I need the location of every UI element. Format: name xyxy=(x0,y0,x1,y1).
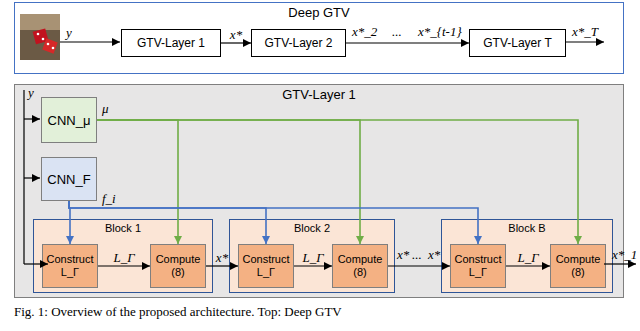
cnn-box: CNN_F xyxy=(41,157,97,201)
input-wire xyxy=(24,177,40,178)
box-label: CNN_μ xyxy=(48,113,91,128)
signal-name: f_i xyxy=(102,192,116,206)
box-title: GTV-Layer 1 xyxy=(15,85,623,102)
layer-box: GTV-Layer 1 xyxy=(121,29,221,57)
signal-name: y xyxy=(66,26,72,40)
connector xyxy=(346,42,469,43)
figure-caption: Fig. 1: Overview of the proposed archite… xyxy=(14,304,342,320)
output-wire xyxy=(604,263,636,264)
outer-panel: Deep GTV GTV-Layer 1 GTV-Layer 2 GTV-Layer … xyxy=(14,2,624,74)
input-image xyxy=(20,14,60,60)
layer-box: GTV-Layer T xyxy=(469,29,566,57)
signal-name: x*_1 xyxy=(612,248,637,262)
cnn-box: CNN_μ xyxy=(41,97,97,143)
signal-name: x*_2 xyxy=(352,25,377,39)
box-label: GTV-Layer 2 xyxy=(264,36,332,50)
box-label: Compute (8) xyxy=(336,253,384,278)
image-light xyxy=(20,14,60,30)
connector xyxy=(294,265,332,266)
edge-label: x* xyxy=(216,251,228,265)
input-wire xyxy=(24,118,40,119)
box-label: GTV-Layer T xyxy=(483,36,551,50)
process-box: Construct L_Γ xyxy=(42,244,98,288)
edge-label: L_Γ xyxy=(517,251,538,265)
edge-label: x* xyxy=(230,28,242,42)
process-box: Compute (8) xyxy=(550,244,606,288)
connector xyxy=(388,265,450,266)
process-box: Compute (8) xyxy=(332,244,388,288)
box-title: Deep GTV xyxy=(15,3,623,20)
process-box: Compute (8) xyxy=(150,244,206,288)
input-wire xyxy=(60,41,120,42)
connector xyxy=(206,265,238,266)
input-wire xyxy=(24,263,48,264)
box-label: Construct L_Γ xyxy=(242,253,290,278)
connector xyxy=(221,42,251,43)
signal-name: μ xyxy=(102,102,109,116)
signal-name: x* xyxy=(428,248,440,262)
process-box: Construct L_Γ xyxy=(450,244,506,288)
ellipsis: ... xyxy=(392,25,402,39)
image-ground xyxy=(20,14,60,60)
connector xyxy=(98,265,150,266)
connector xyxy=(506,265,550,266)
input-wire xyxy=(23,90,24,264)
die-dot xyxy=(37,33,40,36)
box-title: Block 2 xyxy=(230,220,394,234)
die-dot xyxy=(42,38,45,41)
edge-label: L_Γ xyxy=(113,251,134,265)
signal-name: x*_T xyxy=(572,25,598,39)
box-label: Construct L_Γ xyxy=(46,253,94,278)
box-label: GTV-Layer 1 xyxy=(137,36,205,50)
box-label: Compute (8) xyxy=(154,253,202,278)
ellipsis: ... xyxy=(412,248,422,262)
output-wire xyxy=(565,41,604,42)
box-label: Compute (8) xyxy=(554,253,602,278)
die-dot xyxy=(52,47,55,50)
die-dot xyxy=(47,43,50,46)
layer-box: GTV-Layer 2 xyxy=(251,29,346,57)
box-title: Block B xyxy=(442,220,612,234)
signal-name: x* xyxy=(397,248,409,262)
box-label: CNN_F xyxy=(47,172,90,187)
box-label: Construct L_Γ xyxy=(454,253,502,278)
box-title: Block 1 xyxy=(34,220,212,234)
signal-name: x*_{t-1} xyxy=(418,25,462,39)
edge-label: L_Γ xyxy=(302,251,323,265)
die xyxy=(42,38,57,53)
process-box: Construct L_Γ xyxy=(238,244,294,288)
signal-name: y xyxy=(28,86,34,100)
